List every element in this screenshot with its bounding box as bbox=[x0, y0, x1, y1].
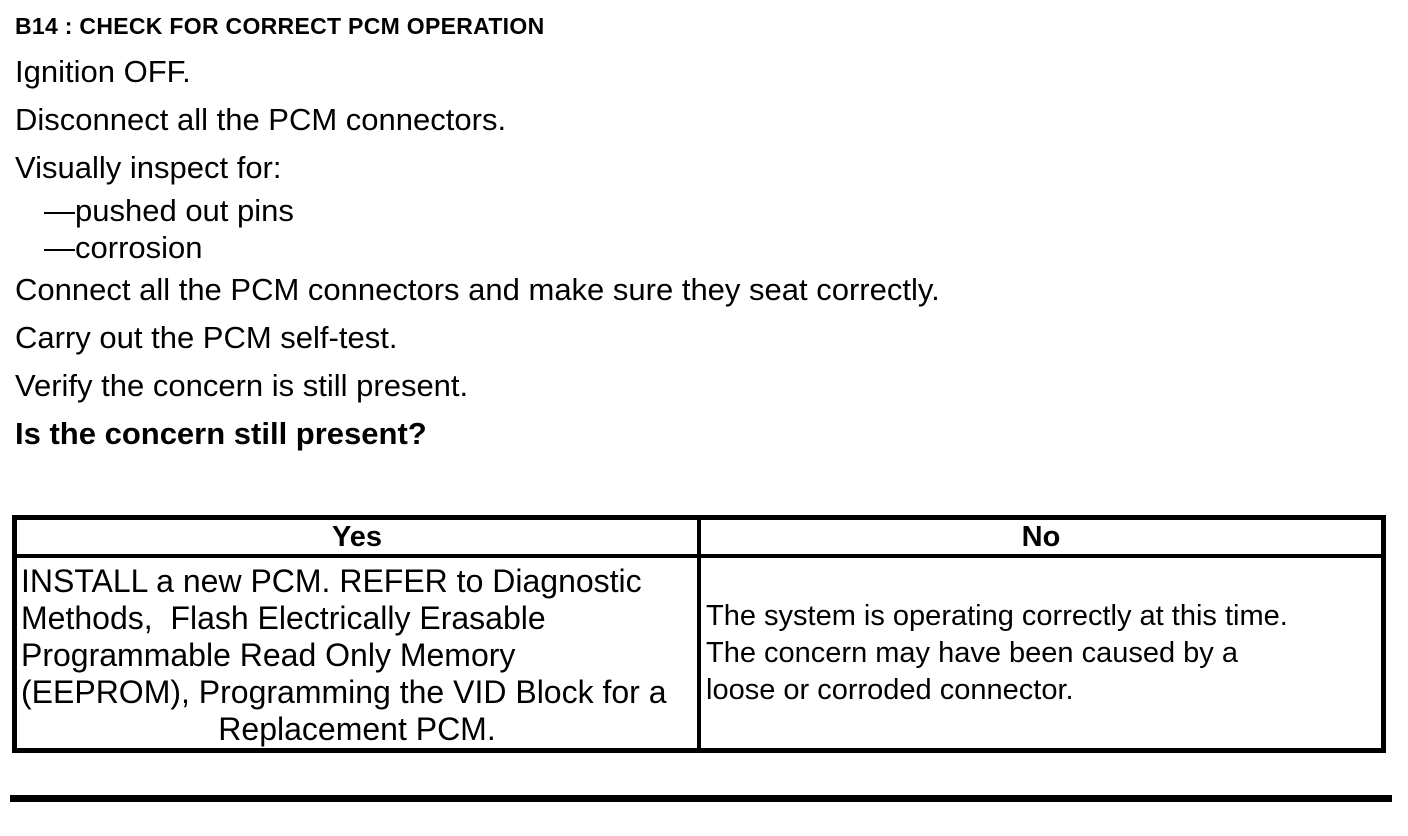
results-table-header-row: Yes No bbox=[12, 515, 1386, 558]
inspection-sub-item: —pushed out pins bbox=[44, 193, 294, 228]
yes-action-line: Replacement PCM. bbox=[218, 711, 496, 747]
yes-action-line: Methods, Flash Electrically Erasable bbox=[21, 600, 546, 636]
yes-column-header: Yes bbox=[12, 515, 701, 558]
procedure-step: Ignition OFF. bbox=[15, 54, 191, 89]
results-table: Yes No INSTALL a new PCM. REFER to Diagn… bbox=[12, 515, 1386, 753]
no-action-line: loose or corroded connector. bbox=[706, 673, 1074, 706]
yes-action-line: INSTALL a new PCM. REFER to Diagnostic bbox=[21, 563, 642, 599]
no-action-cell: The system is operating correctly at thi… bbox=[697, 554, 1386, 753]
decision-question: Is the concern still present? bbox=[15, 416, 427, 451]
yes-action-cell: INSTALL a new PCM. REFER to Diagnostic M… bbox=[12, 554, 701, 753]
no-column-header: No bbox=[697, 515, 1386, 558]
procedure-steps: Ignition OFF. Disconnect all the PCM con… bbox=[15, 48, 1408, 458]
procedure-step: Visually inspect for: bbox=[15, 150, 282, 185]
yes-action-line: (EEPROM), Programming the VID Block for … bbox=[21, 674, 667, 710]
procedure-step: Carry out the PCM self-test. bbox=[15, 320, 398, 355]
page-title: B14 : CHECK FOR CORRECT PCM OPERATION bbox=[15, 13, 545, 39]
diagnostic-procedure-page: B14 : CHECK FOR CORRECT PCM OPERATION Ig… bbox=[0, 12, 1408, 836]
procedure-step: Disconnect all the PCM connectors. bbox=[15, 102, 507, 137]
procedure-step: Verify the concern is still present. bbox=[15, 368, 469, 403]
yes-action-line: Programmable Read Only Memory bbox=[21, 637, 516, 673]
procedure-step: Connect all the PCM connectors and make … bbox=[15, 272, 940, 307]
no-action-line: The system is operating correctly at thi… bbox=[706, 599, 1288, 632]
no-action-line: The concern may have been caused by a bbox=[706, 636, 1238, 669]
footer-rule bbox=[10, 795, 1392, 802]
results-table-body-row: INSTALL a new PCM. REFER to Diagnostic M… bbox=[12, 554, 1386, 753]
inspection-sub-item: —corrosion bbox=[44, 230, 203, 265]
